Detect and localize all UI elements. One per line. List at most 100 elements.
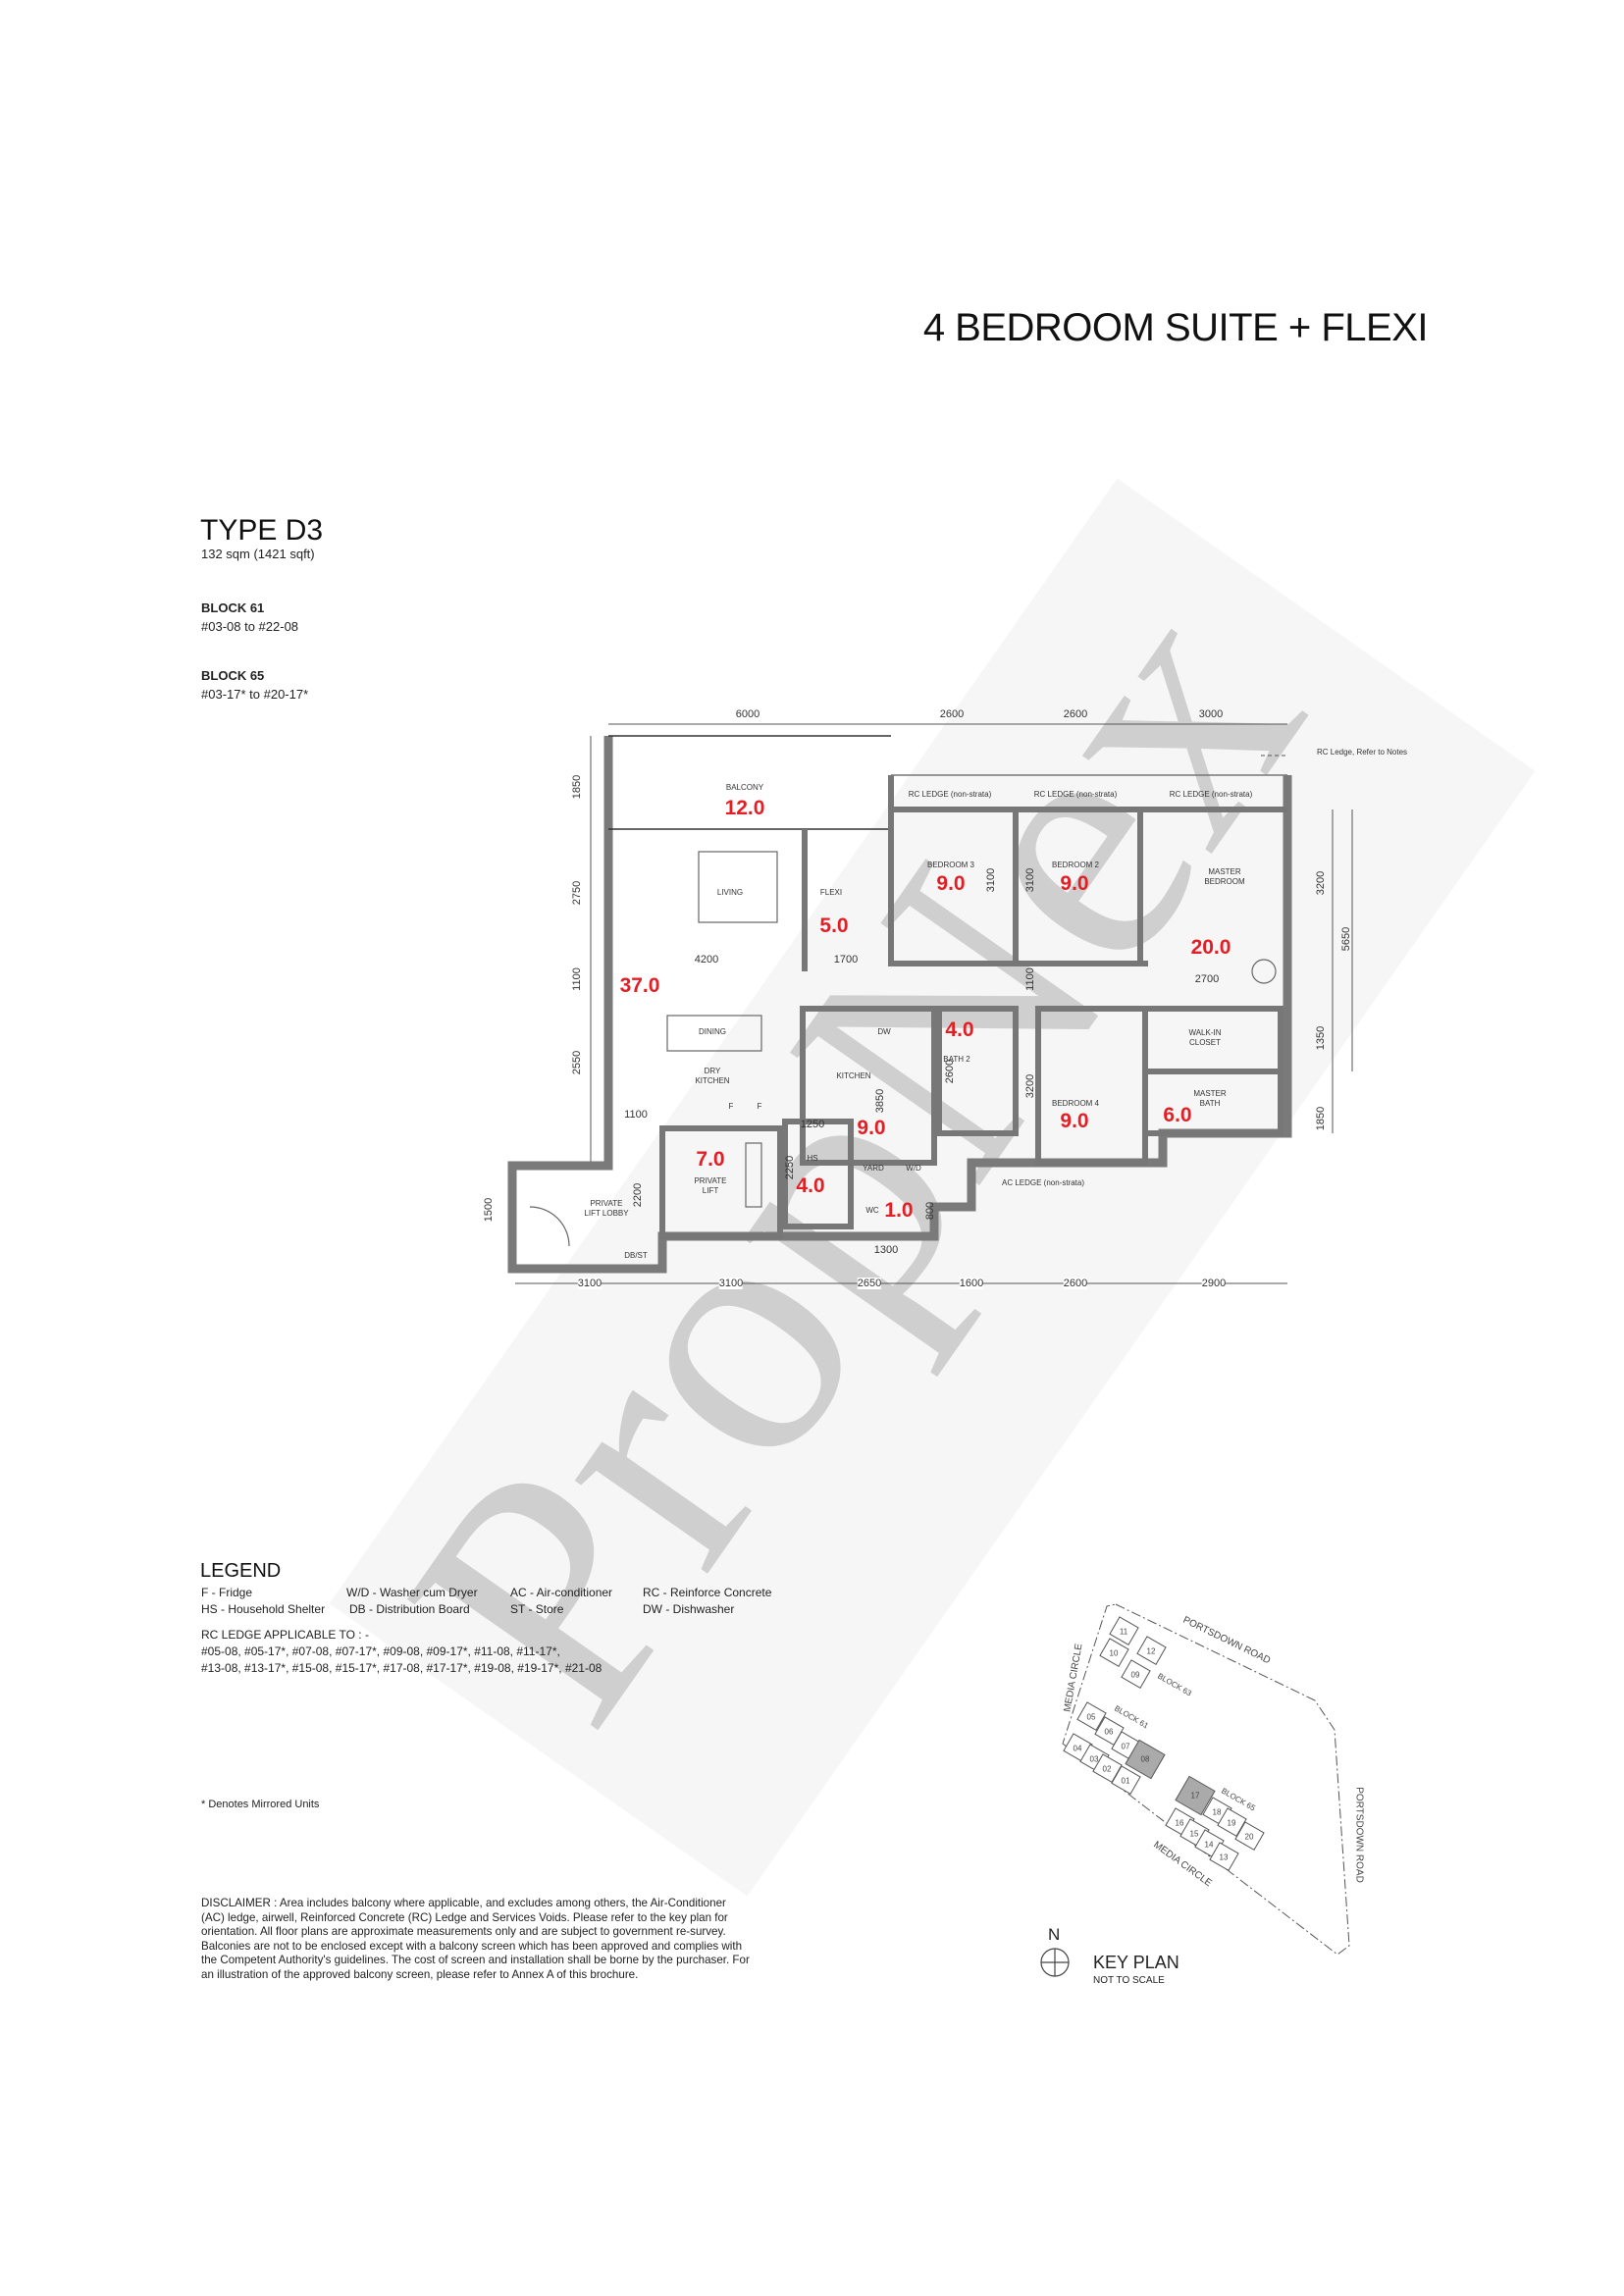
room-label-yard: YARD <box>863 1164 884 1173</box>
key-plan-drawing <box>1062 1603 1350 1956</box>
area-wc: 1.0 <box>884 1199 914 1222</box>
dim-inner: 4200 <box>694 954 719 965</box>
area-bedroom2: 9.0 <box>1060 872 1089 895</box>
dim-inner: 1700 <box>833 954 859 965</box>
rc-ledge-label: RC LEDGE (non-strata) <box>1169 790 1253 799</box>
unit-number: 10 <box>1109 1648 1119 1658</box>
unit-number: 05 <box>1086 1712 1096 1722</box>
dim-inner: 2200 <box>632 1182 644 1208</box>
unit-number: 11 <box>1119 1627 1128 1637</box>
label-dbst: DB/ST <box>624 1251 648 1260</box>
room-label-bedroom4: BEDROOM 4 <box>1051 1099 1100 1108</box>
rc-ledge-label: RC LEDGE (non-strata) <box>908 790 992 799</box>
road-label: PORTSDOWN ROAD <box>1353 1787 1365 1883</box>
area-bedroom3: 9.0 <box>936 872 966 895</box>
legend-item: DB - Distribution Board <box>349 1602 470 1616</box>
dim-inner: 3100 <box>985 867 997 893</box>
dim-inner: 1100 <box>624 1109 648 1121</box>
legend-item: HS - Household Shelter <box>201 1602 326 1616</box>
room-label-walk-in-closet: WALK-IN CLOSET <box>1188 1028 1222 1047</box>
dim-inner: 2700 <box>1194 973 1220 985</box>
block-61-units: #03-08 to #22-08 <box>201 619 299 634</box>
room-label-flexi: FLEXI <box>819 888 843 897</box>
dim-bottom: 2650 <box>857 1278 882 1289</box>
dim-top: 6000 <box>735 708 760 720</box>
rc-ledge-units: #13-08, #13-17*, #15-08, #15-17*, #17-08… <box>201 1661 602 1675</box>
unit-type: TYPE D3 <box>200 514 324 547</box>
room-label-dry-kitchen: DRY KITCHEN <box>695 1067 730 1085</box>
dim-inner: 3100 <box>1024 867 1036 893</box>
unit-number: 14 <box>1204 1840 1214 1850</box>
room-label-balcony: BALCONY <box>725 783 764 792</box>
north-symbol <box>1040 1948 1070 1977</box>
dim-top: 2600 <box>1063 708 1088 720</box>
area-living-dining: 37.0 <box>619 974 660 997</box>
dim-inner: 1300 <box>873 1244 899 1256</box>
mirrored-note: * Denotes Mirrored Units <box>201 1799 320 1810</box>
dim-right: 1350 <box>1315 1025 1327 1051</box>
area-master-bedroom: 20.0 <box>1190 936 1231 959</box>
block-65-units: #03-17* to #20-17* <box>201 687 309 702</box>
unit-number-highlighted: 17 <box>1190 1791 1200 1800</box>
unit-number: 12 <box>1146 1646 1156 1656</box>
room-label-lift-lobby: PRIVATE LIFT LOBBY <box>584 1199 629 1218</box>
rc-ledge-label: RC LEDGE (non-strata) <box>1033 790 1118 799</box>
dim-inner: 2250 <box>784 1155 796 1180</box>
room-label-private-lift: PRIVATE LIFT <box>694 1176 727 1195</box>
dim-inner: 1100 <box>1024 967 1036 991</box>
label-fridge: F <box>757 1102 762 1111</box>
unit-number: 15 <box>1189 1829 1199 1839</box>
unit-number-highlighted: 08 <box>1140 1754 1150 1764</box>
dim-right: 5650 <box>1340 926 1352 952</box>
room-label-master-bedroom: MASTER BEDROOM <box>1204 867 1245 886</box>
dim-inner: 3850 <box>874 1088 886 1114</box>
room-label-kitchen: KITCHEN <box>836 1071 871 1080</box>
rc-ledge-note: RC Ledge, Refer to Notes <box>1316 748 1408 757</box>
unit-number: 07 <box>1121 1742 1130 1751</box>
page-title: 4 BEDROOM SUITE + FLEXI <box>922 306 1429 349</box>
room-label-bedroom3: BEDROOM 3 <box>926 861 975 869</box>
unit-number: 18 <box>1212 1807 1222 1817</box>
label-fridge: F <box>728 1102 734 1111</box>
area-bedroom4: 9.0 <box>1060 1110 1089 1132</box>
legend-item: RC - Reinforce Concrete <box>643 1586 772 1599</box>
dim-left: 1100 <box>571 967 583 991</box>
room-label-living: LIVING <box>716 888 744 897</box>
dim-top: 3000 <box>1198 708 1224 720</box>
unit-number: 01 <box>1121 1776 1130 1786</box>
dim-inner: 800 <box>924 1201 936 1221</box>
room-label-master-bath: MASTER BATH <box>1193 1089 1227 1108</box>
legend-item: AC - Air-conditioner <box>510 1586 613 1599</box>
dim-inner: 1250 <box>800 1119 825 1130</box>
key-plan-title: KEY PLAN <box>1093 1953 1179 1972</box>
block-61-name: BLOCK 61 <box>201 600 265 615</box>
living-sofa <box>698 851 778 923</box>
rc-ledge-units: #05-08, #05-17*, #07-08, #07-17*, #09-08… <box>201 1644 560 1658</box>
area-flexi: 5.0 <box>819 914 849 937</box>
legend-item: ST - Store <box>510 1602 564 1616</box>
dim-bottom: 2900 <box>1201 1278 1227 1289</box>
block-65-name: BLOCK 65 <box>201 668 265 683</box>
unit-number: 13 <box>1219 1852 1229 1862</box>
dining-table <box>666 1015 762 1052</box>
area-hs: 4.0 <box>796 1174 825 1197</box>
dim-left: 2550 <box>571 1050 583 1075</box>
unit-number: 16 <box>1175 1818 1184 1828</box>
unit-size: 132 sqm (1421 sqft) <box>201 547 315 561</box>
room-label-wc: WC <box>865 1206 879 1215</box>
legend-item: W/D - Washer cum Dryer <box>346 1586 478 1599</box>
label-wd: W/D <box>906 1164 921 1173</box>
unit-number: 06 <box>1104 1727 1114 1737</box>
dim-left: 2750 <box>571 880 583 906</box>
area-master-bath: 6.0 <box>1163 1104 1192 1126</box>
rc-ledge-title: RC LEDGE APPLICABLE TO : - <box>201 1628 369 1642</box>
label-dw: DW <box>877 1027 891 1036</box>
dim-right: 3200 <box>1315 870 1327 896</box>
key-plan-subtitle: NOT TO SCALE <box>1093 1975 1165 1986</box>
room-label-bedroom2: BEDROOM 2 <box>1051 861 1100 869</box>
ac-ledge-label: AC LEDGE (non-strata) <box>1001 1178 1085 1187</box>
legend-item: DW - Dishwasher <box>643 1602 735 1616</box>
north-label: N <box>1048 1925 1061 1944</box>
room-label-dining: DINING <box>699 1027 726 1036</box>
unit-number: 19 <box>1227 1818 1236 1828</box>
